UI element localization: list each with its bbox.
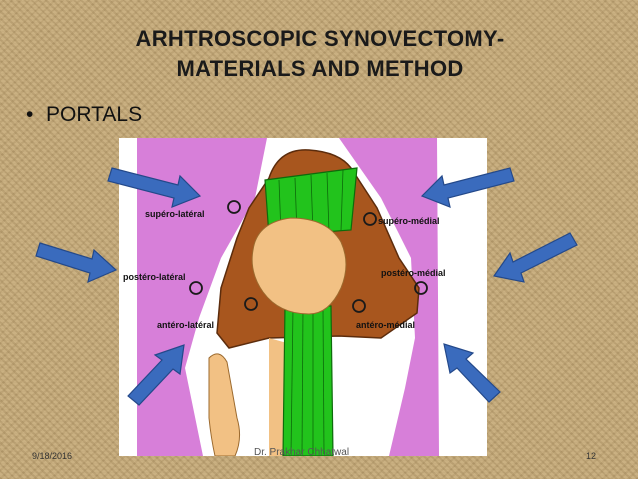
title-line-2: MATERIALS AND METHOD	[176, 56, 464, 81]
footer-date: 9/18/2016	[32, 451, 73, 461]
label-antero-lateral: antéro-latéral	[157, 320, 214, 330]
label-supero-medial: supéro-médial	[378, 216, 440, 226]
portal-supero-medial	[363, 212, 377, 226]
label-supero-lateral: supéro-latéral	[145, 209, 205, 219]
bullet-text: PORTALS	[46, 103, 143, 126]
label-postero-medial: postéro-médial	[381, 268, 446, 278]
portal-postero-medial	[414, 281, 428, 295]
bullet-item-portals: • PORTALS	[26, 103, 142, 127]
footer-author: Dr. Prakhar Chhatwal	[254, 447, 350, 458]
knee-portals-diagram: supéro-latéral supéro-médial postéro-lat…	[119, 138, 487, 456]
portal-postero-lateral	[189, 281, 203, 295]
title-line-1: ARHTROSCOPIC SYNOVECTOMY-	[135, 26, 505, 51]
label-postero-lateral: postéro-latéral	[123, 272, 186, 282]
label-antero-medial: antéro-médial	[356, 320, 415, 330]
arrow-postero-lateral	[35, 242, 118, 284]
bullet-marker: •	[26, 103, 34, 126]
fibula-bone	[208, 353, 241, 456]
arrow-postero-medial	[492, 232, 578, 283]
portal-antero-medial	[352, 299, 366, 313]
portal-supero-lateral	[227, 200, 241, 214]
patellar-tendon	[282, 305, 334, 456]
portal-antero-lateral	[244, 297, 258, 311]
slide-title: ARHTROSCOPIC SYNOVECTOMY- MATERIALS AND …	[60, 24, 580, 84]
footer-page-number: 12	[586, 451, 597, 461]
patella	[251, 217, 347, 315]
skin-right	[339, 138, 439, 456]
